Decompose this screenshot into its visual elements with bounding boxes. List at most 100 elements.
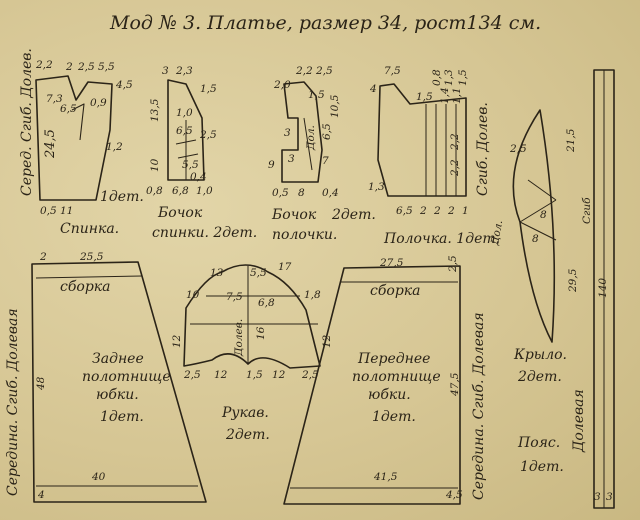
sleeve-num: 2,5 — [184, 369, 201, 381]
back-num: 2 — [66, 61, 73, 73]
front-side-dart — [303, 117, 313, 171]
sleeve-num: 12 — [321, 334, 333, 348]
sleeve-num: 2,5 — [302, 369, 319, 381]
back-side-num: 10 — [149, 158, 161, 172]
back-fold-label: Серед. Сгиб. Долев. — [19, 48, 35, 196]
back-num: 2,2 — [36, 59, 53, 71]
front-skirt-num: 47,5 — [449, 372, 461, 396]
sleeve-num: 1,8 — [304, 289, 321, 301]
back-skirt-side: Середина. Сгиб. Долевая — [5, 308, 21, 496]
belt-num: 3 — [594, 491, 601, 503]
back-outline — [35, 75, 113, 201]
back-side-num: 1,5 — [200, 83, 217, 95]
belt-outline — [593, 69, 615, 509]
back-skirt-outline — [31, 261, 207, 503]
back-skirt-num: 4 — [38, 489, 45, 501]
front-skirt-num: 4,5 — [446, 489, 463, 501]
front-side-num: 8 — [298, 187, 305, 199]
front-num: 1,4 — [439, 87, 451, 104]
front-fold-label: Сгиб. Долев. — [475, 102, 491, 196]
back-side-num: 6,5 — [176, 125, 193, 137]
front-num: 6,5 — [396, 205, 413, 217]
back-side-name: Бочок — [158, 205, 203, 221]
wing-num: 21,5 — [565, 128, 577, 152]
front-side-num: 2,2 — [296, 65, 313, 77]
back-side-pleats — [175, 120, 199, 180]
wing-num: 8 — [540, 209, 547, 221]
front-skirt-gather: сборка — [370, 283, 421, 299]
front-side-num: 6,5 — [321, 123, 333, 140]
front-skirt-num: 27,5 — [380, 257, 404, 269]
front-skirt-count: 1дет. — [372, 409, 416, 425]
belt-count: 1дет. — [520, 459, 564, 475]
back-skirt-num: 40 — [92, 471, 106, 483]
front-side-num: 3 — [288, 153, 295, 165]
front-tucks — [425, 104, 457, 196]
front-num: 0,8 — [431, 69, 443, 86]
wing-count: 2дет. — [518, 369, 562, 385]
wing-num: 8 — [532, 233, 539, 245]
back-skirt-count: 1дет. — [100, 409, 144, 425]
front-side-num: 2,5 — [316, 65, 333, 77]
front-num: 4 — [370, 83, 377, 95]
front-side-num: 1,5 — [308, 89, 325, 101]
sleeve-grain: Долев. — [233, 318, 245, 356]
front-side-num: 0,5 — [272, 187, 289, 199]
back-side-name2: спинки. 2дет. — [152, 225, 258, 241]
back-side-num: 1,0 — [196, 185, 213, 197]
sleeve-num: 12 — [272, 369, 286, 381]
belt-grain: Долевая — [571, 389, 587, 452]
back-num: 6,5 — [60, 103, 77, 115]
back-skirt-num: 25,5 — [80, 251, 104, 263]
front-num: 2,2 — [449, 159, 461, 176]
back-num: 2,5 — [78, 61, 95, 73]
front-num: 1 — [462, 205, 469, 217]
sleeve-num: 5,5 — [250, 267, 267, 279]
front-num: 2 — [448, 205, 455, 217]
back-side-outline — [167, 79, 205, 181]
back-skirt-num: 2 — [40, 251, 47, 263]
wing-outline — [512, 109, 556, 343]
front-outline — [377, 83, 467, 197]
back-num: 4,5 — [116, 79, 133, 91]
front-side-num: 7 — [322, 155, 329, 167]
back-num: 0,9 — [90, 97, 107, 109]
sleeve-count: 2дет. — [226, 427, 270, 443]
back-side-num: 3 — [162, 65, 169, 77]
sleeve-outline — [183, 264, 321, 369]
back-skirt-gather: сборка — [60, 279, 111, 295]
back-side-num: 2,3 — [176, 65, 193, 77]
back-skirt-name1: Заднее — [92, 351, 144, 367]
sleeve-num: 7,5 — [226, 291, 243, 303]
sleeve-num: 1,5 — [246, 369, 263, 381]
sleeve-num: 10 — [186, 289, 200, 301]
front-num: 1,3 — [368, 181, 385, 193]
sleeve-grid — [190, 266, 318, 364]
back-num: 7,3 — [46, 93, 63, 105]
back-side-num: 2,5 — [200, 129, 217, 141]
back-skirt-gather-line — [35, 275, 143, 279]
front-side-outline — [281, 81, 323, 183]
wing-lines — [519, 179, 557, 241]
front-num: 2 — [434, 205, 441, 217]
belt-num: 140 — [597, 277, 609, 298]
page-title: Мод № 3. Платье, размер 34, рост134 см. — [110, 12, 542, 34]
sleeve-name: Рукав. — [222, 405, 269, 421]
sleeve-num: 6,8 — [258, 297, 275, 309]
front-side-num: 9 — [268, 159, 275, 171]
front-num: 1,5 — [457, 69, 469, 86]
front-skirt-name3: юбки. — [368, 387, 411, 403]
belt-num: 3 — [606, 491, 613, 503]
front-skirt-num: 2,5 — [447, 255, 459, 272]
sleeve-num: 13 — [210, 267, 224, 279]
sleeve-num: 17 — [278, 261, 292, 273]
back-name: Спинка. — [60, 221, 120, 237]
back-side-num: 13,5 — [149, 98, 161, 122]
wing-num: 2,5 — [510, 143, 527, 155]
front-side-num: 10,5 — [329, 94, 341, 118]
back-skirt-num: 48 — [35, 376, 47, 390]
back-num: 0,5 — [40, 205, 57, 217]
back-side-num: 6,8 — [172, 185, 189, 197]
